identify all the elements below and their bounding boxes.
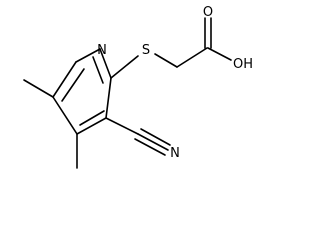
bond-c4-cn xyxy=(105,117,139,135)
bond-cn-triple-b xyxy=(140,128,171,146)
bond-c4-c5 xyxy=(105,77,112,119)
bond-c2-c3 xyxy=(52,96,78,135)
bond-s-ch2 xyxy=(154,53,178,68)
bond-c5-s xyxy=(110,55,139,79)
bond-c3-c4-inner xyxy=(79,110,105,126)
bond-c-oh xyxy=(207,47,232,61)
bond-n1-c2-inner xyxy=(61,68,85,102)
sulfur-label: S xyxy=(142,43,150,58)
bond-methyl-c2 xyxy=(23,79,54,98)
ring-nitrogen-label: N xyxy=(97,43,107,58)
bond-cn-triple-a xyxy=(137,133,169,151)
bond-n1-c2 xyxy=(52,61,77,98)
bond-cn-triple-c xyxy=(134,138,166,156)
hydroxyl-label: OH xyxy=(233,57,253,72)
bond-c5-c6-inner xyxy=(92,56,104,84)
carbonyl-oxygen-label: O xyxy=(203,5,213,20)
bond-n1-c6 xyxy=(75,48,101,63)
chemical-structure-diagram: N S O OH N xyxy=(23,5,253,169)
bond-c3-c4 xyxy=(76,117,107,135)
nitrile-nitrogen-label: N xyxy=(170,146,180,161)
bond-ch2-cooh xyxy=(176,47,208,68)
bond-c5-c6 xyxy=(99,48,112,79)
